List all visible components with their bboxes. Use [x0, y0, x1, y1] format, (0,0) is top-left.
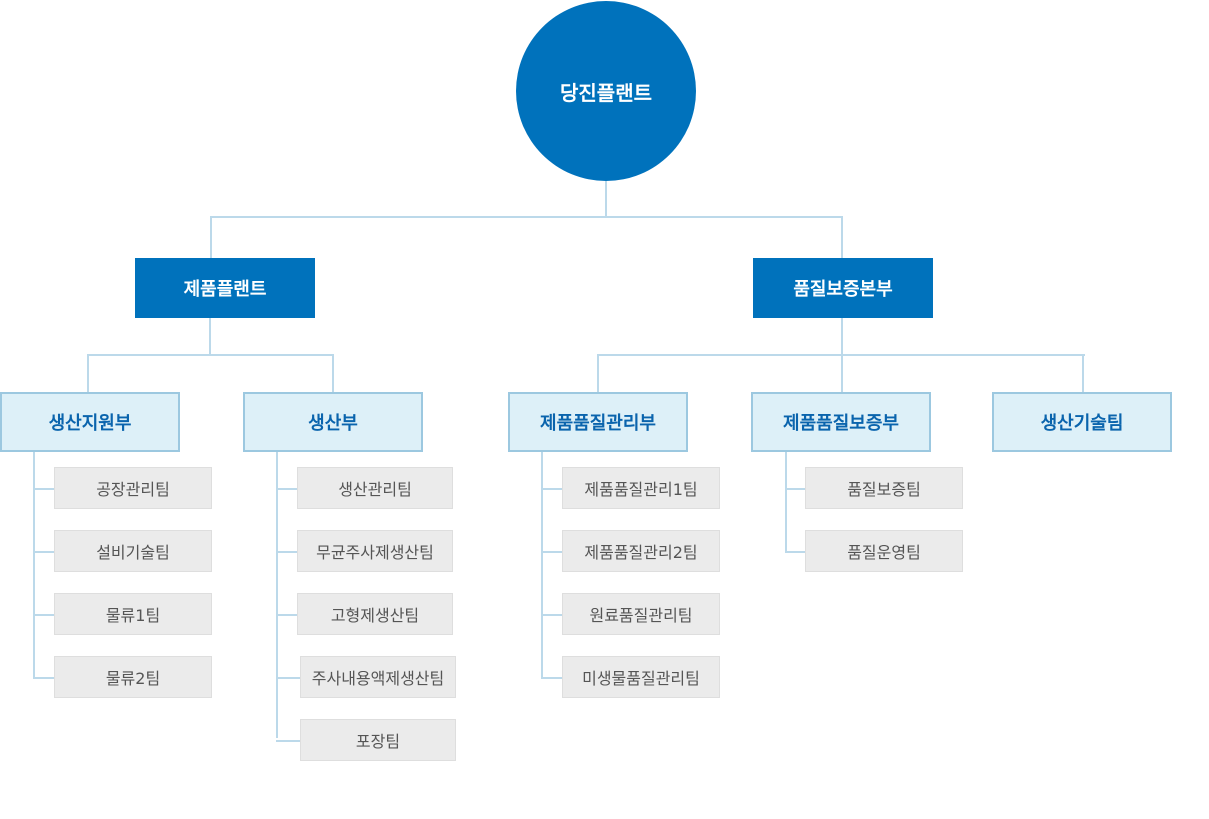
dept-production-support: 생산지원부 — [0, 392, 180, 452]
connector — [605, 181, 607, 217]
team-box: 품질운영팀 — [805, 530, 963, 572]
division-product-plant: 제품플랜트 — [135, 258, 315, 318]
connector — [210, 216, 212, 258]
team-box: 고형제생산팀 — [297, 593, 453, 635]
connector — [210, 216, 843, 218]
dept-product-qa: 제품품질보증부 — [751, 392, 931, 452]
connector — [332, 354, 334, 392]
division-quality-assurance: 품질보증본부 — [753, 258, 933, 318]
connector — [276, 488, 298, 490]
team-box: 미생물품질관리팀 — [562, 656, 720, 698]
connector — [33, 488, 55, 490]
root-node: 당진플랜트 — [516, 1, 696, 181]
connector — [785, 451, 787, 552]
connector — [276, 677, 301, 679]
team-box: 물류1팀 — [54, 593, 212, 635]
team-box: 품질보증팀 — [805, 467, 963, 509]
connector — [276, 551, 298, 553]
dept-production: 생산부 — [243, 392, 423, 452]
dept-production-tech: 생산기술팀 — [992, 392, 1172, 452]
connector — [785, 488, 806, 490]
team-box: 무균주사제생산팀 — [297, 530, 453, 572]
team-box: 설비기술팀 — [54, 530, 212, 572]
connector — [541, 677, 563, 679]
team-box: 생산관리팀 — [297, 467, 453, 509]
connector — [33, 451, 35, 677]
connector — [541, 614, 563, 616]
connector — [33, 677, 55, 679]
connector — [597, 354, 599, 392]
connector — [87, 354, 334, 356]
connector — [33, 614, 55, 616]
connector — [276, 614, 298, 616]
connector — [597, 354, 1085, 356]
connector — [209, 318, 211, 355]
team-box: 제품품질관리1팀 — [562, 467, 720, 509]
team-box: 주사내용액제생산팀 — [300, 656, 456, 698]
team-box: 물류2팀 — [54, 656, 212, 698]
team-box: 제품품질관리2팀 — [562, 530, 720, 572]
connector — [785, 551, 806, 553]
team-box: 공장관리팀 — [54, 467, 212, 509]
team-box: 포장팀 — [300, 719, 456, 761]
connector — [276, 451, 278, 738]
connector — [33, 551, 55, 553]
team-box: 원료품질관리팀 — [562, 593, 720, 635]
connector — [541, 551, 563, 553]
dept-product-qc: 제품품질관리부 — [508, 392, 688, 452]
connector — [541, 451, 543, 677]
connector — [276, 740, 301, 742]
connector — [841, 216, 843, 258]
connector — [541, 488, 563, 490]
connector — [87, 354, 89, 392]
connector — [1082, 354, 1084, 392]
